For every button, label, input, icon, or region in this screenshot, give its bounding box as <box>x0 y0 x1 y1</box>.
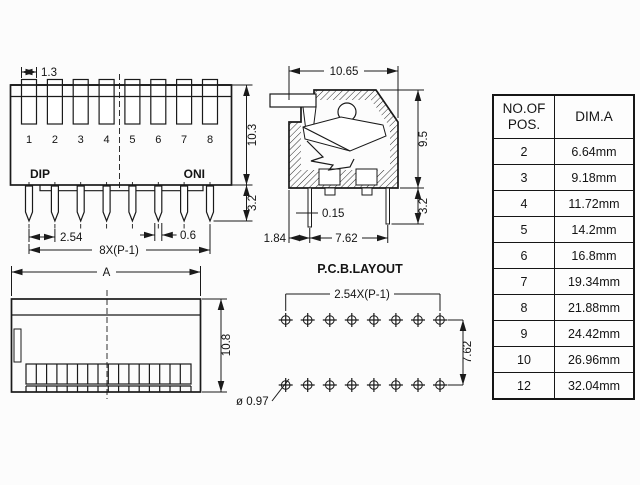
dim-cell: 9.18mm <box>554 164 635 191</box>
svg-text:1.84: 1.84 <box>264 233 287 245</box>
switch-number-8: 8 <box>207 134 213 146</box>
svg-text:2.54: 2.54 <box>60 232 83 244</box>
bottom-view: A 10.8 <box>10 266 233 399</box>
svg-text:7.62: 7.62 <box>462 341 474 363</box>
front-view: 1 2 3 4 5 6 7 8 DIP ONI <box>9 67 259 257</box>
switch-number-1: 1 <box>26 134 32 146</box>
switch-sliders <box>10 78 232 125</box>
pos-cell: 3 <box>492 164 555 191</box>
dim-pin-pitch: 2.54 <box>28 229 83 244</box>
dim-cell: 24.42mm <box>554 320 635 347</box>
dim-row-spacing: 7.62 <box>447 319 474 386</box>
section-view: 10.65 9.5 3.2 0.15 1.84 7.6 <box>264 66 430 245</box>
dim-cell: 6.64mm <box>554 138 635 165</box>
svg-text:10.3: 10.3 <box>247 124 259 146</box>
svg-text:ø 0.97: ø 0.97 <box>236 396 269 408</box>
pos-cell: 5 <box>492 216 555 243</box>
header-no-of-pos: NO.OF POS. <box>492 94 555 139</box>
dim-pin-thickness: 0.15 <box>296 208 344 220</box>
dim-cell: 14.2mm <box>554 216 635 243</box>
pos-cell: 6 <box>492 242 555 269</box>
svg-text:A: A <box>103 267 111 279</box>
dim-hole-diameter: ø 0.97 <box>236 378 290 408</box>
rocker-contact <box>302 116 387 152</box>
svg-text:2.54X(P-1): 2.54X(P-1) <box>334 289 390 301</box>
pos-cell: 7 <box>492 268 555 295</box>
pos-cell: 2 <box>492 138 555 165</box>
section-pins <box>307 187 390 228</box>
pos-cell: 9 <box>492 320 555 347</box>
switch-number-3: 3 <box>78 134 84 146</box>
svg-text:0.6: 0.6 <box>180 230 196 242</box>
contact-spring <box>306 140 355 171</box>
dim-pin-offset: 1.84 7.62 <box>264 190 389 245</box>
dim-overall-width: A <box>11 266 201 296</box>
dim-total-span: 8X(P-1) <box>28 225 211 257</box>
pcb-layout: P.C.B.LAYOUT 2 <box>236 262 474 408</box>
slider-handle <box>269 93 317 108</box>
front-pins <box>24 182 215 229</box>
dim-front-height: 10.3 3.2 <box>213 84 259 222</box>
switch-number-2: 2 <box>52 134 58 146</box>
terminal-comb <box>25 363 192 392</box>
pos-cell: 12 <box>492 372 555 400</box>
dim-section-height: 9.5 3.2 <box>380 89 430 225</box>
dim-cell: 21.88mm <box>554 294 635 321</box>
svg-text:0.15: 0.15 <box>322 208 344 220</box>
dim-bottom-height: 10.8 <box>202 298 233 393</box>
svg-text:1.3: 1.3 <box>41 67 57 79</box>
header-pos: POS. <box>507 117 541 132</box>
svg-text:3.2: 3.2 <box>247 195 259 211</box>
svg-text:10.65: 10.65 <box>330 66 359 78</box>
bottom-body-outline <box>10 298 202 393</box>
pcb-hole-row-top <box>278 313 447 327</box>
polarity-notch <box>13 328 22 363</box>
svg-text:3.2: 3.2 <box>418 198 430 214</box>
svg-text:9.5: 9.5 <box>418 131 430 147</box>
svg-text:8X(P-1): 8X(P-1) <box>99 245 139 257</box>
header-dim-a: DIM.A <box>554 94 635 139</box>
switch-number-4: 4 <box>104 134 110 146</box>
dim-cell: 32.04mm <box>554 372 635 400</box>
svg-text:10.8: 10.8 <box>221 334 233 356</box>
dim-cell: 11.72mm <box>554 190 635 217</box>
dim-section-width: 10.65 <box>288 66 399 118</box>
header-no-of: NO.OF <box>502 100 546 116</box>
dim-switch-width: 1.3 <box>21 67 57 79</box>
dim-cell: 16.8mm <box>554 242 635 269</box>
switch-numbers: 1 2 3 4 5 6 7 8 <box>26 134 213 146</box>
on-label: ONI <box>184 167 205 181</box>
pos-cell: 4 <box>492 190 555 217</box>
switch-number-7: 7 <box>181 134 187 146</box>
pcb-layout-title: P.C.B.LAYOUT <box>317 262 403 276</box>
dim-pin-width: 0.6 <box>140 223 196 242</box>
pos-cell: 8 <box>492 294 555 321</box>
bottom-step <box>39 185 204 192</box>
switch-number-5: 5 <box>129 134 135 146</box>
dim-cell: 26.96mm <box>554 346 635 373</box>
dip-label: DIP <box>30 167 50 181</box>
dim-hole-pitch: 2.54X(P-1) <box>285 289 441 311</box>
svg-text:7.62: 7.62 <box>335 233 357 245</box>
dim-cell: 19.34mm <box>554 268 635 295</box>
table-header-row: NO.OF POS. DIM.A <box>492 94 635 139</box>
pos-cell: 10 <box>492 346 555 373</box>
switch-number-6: 6 <box>155 134 161 146</box>
pcb-hole-row-bottom <box>278 378 447 392</box>
